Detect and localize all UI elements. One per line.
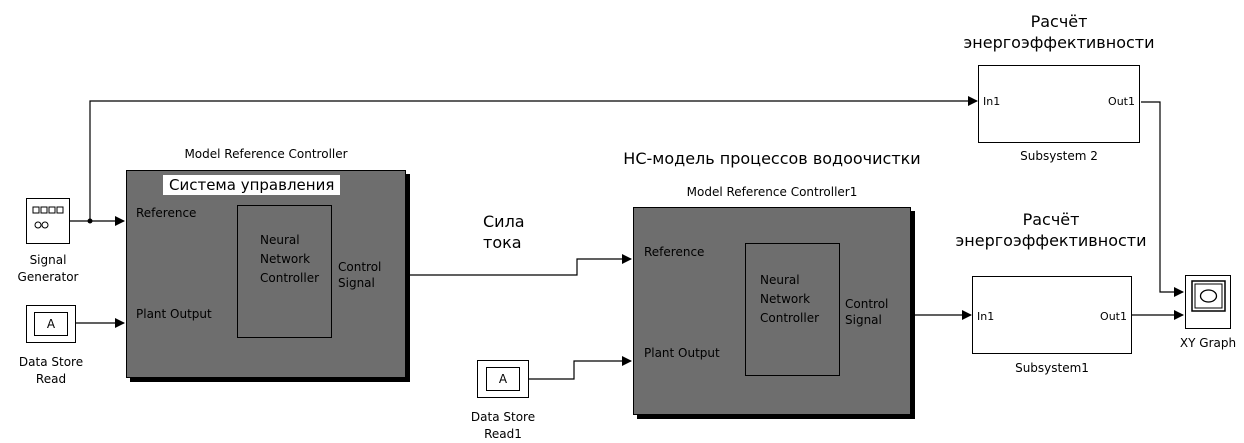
subsystem1-block[interactable]: In1 Out1: [972, 276, 1132, 354]
data-store-read-block[interactable]: A: [26, 305, 76, 343]
subsystem2-out-port: Out1: [1108, 95, 1135, 108]
current-label: Сила тока: [483, 212, 525, 252]
mrc2-nn-label: Neural Network Controller: [760, 273, 820, 326]
xy-graph-block[interactable]: [1185, 275, 1231, 329]
line-branch-to-subsystem2: [89, 96, 978, 221]
xy-graph-icon: [1191, 280, 1226, 312]
subsystem1-name[interactable]: Subsystem1: [1015, 361, 1089, 375]
line-subsystem2-to-xy: [1141, 101, 1184, 297]
subsystem2-block[interactable]: In1 Out1: [978, 65, 1140, 143]
subsystem2-title: Расчёт энергоэффективности: [963, 12, 1155, 52]
mrc1-name[interactable]: Model Reference Controller: [184, 147, 348, 161]
mrc1-overlay-label: Система управления: [163, 175, 341, 195]
mrc2-reference-port: Reference: [644, 245, 705, 259]
mrc2-caption: НС-модель процессов водоочистки: [623, 149, 921, 168]
subsystem1-in-port: In1: [977, 310, 995, 323]
subsystem2-in-port: In1: [983, 95, 1001, 108]
signal-generator-icon: [32, 206, 64, 229]
mrc1-plant-output-port: Plant Output: [136, 307, 212, 321]
mrc1-reference-port: Reference: [136, 206, 197, 220]
mrc2-block[interactable]: Reference Plant Output Neural Network Co…: [633, 207, 911, 415]
mrc2-name[interactable]: Model Reference Controller1: [686, 185, 858, 199]
mrc1-block[interactable]: Система управления Reference Plant Outpu…: [126, 170, 406, 378]
data-store-read1-block[interactable]: A: [477, 360, 529, 398]
mrc2-control-signal-port: Control Signal: [845, 297, 889, 327]
signal-generator-block[interactable]: [26, 198, 70, 244]
mrc1-control-signal-port: Control Signal: [338, 260, 382, 290]
mrc1-nn-controller[interactable]: Neural Network Controller: [237, 205, 332, 338]
data-store-read-name[interactable]: Data Store Read: [18, 355, 84, 386]
line-control-to-reference2: [407, 254, 632, 276]
data-store-read1-name[interactable]: Data Store Read1: [470, 410, 536, 441]
mrc1-nn-label: Neural Network Controller: [260, 233, 320, 286]
subsystem2-name[interactable]: Subsystem 2: [1020, 149, 1098, 163]
mrc2-plant-output-port: Plant Output: [644, 346, 720, 360]
signal-generator-name[interactable]: Signal Generator: [17, 253, 79, 284]
data-store-read1-glyph: A: [486, 367, 520, 391]
subsystem1-out-port: Out1: [1100, 310, 1127, 323]
data-store-read-glyph: A: [34, 312, 68, 336]
xy-graph-name[interactable]: XY Graph: [1179, 336, 1237, 350]
subsystem1-title: Расчёт энергоэффективности: [955, 210, 1147, 250]
line-dsr1-to-plant2: [529, 356, 632, 380]
mrc2-nn-controller[interactable]: Neural Network Controller: [745, 243, 840, 376]
